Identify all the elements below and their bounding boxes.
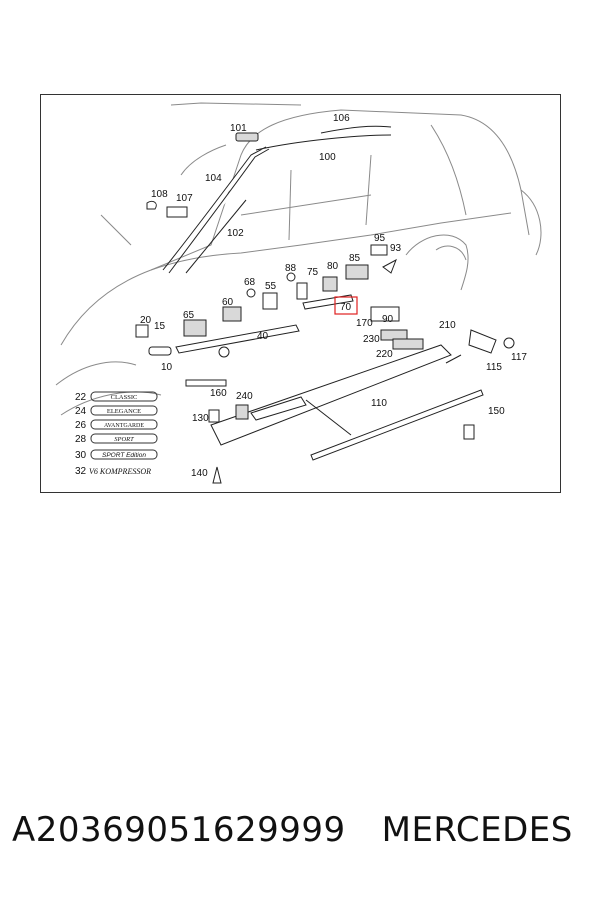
callout-117: 117: [511, 352, 527, 363]
callout-95: 95: [374, 233, 386, 244]
door-molding-40: [175, 324, 300, 354]
callout-106: 106: [333, 113, 350, 124]
badge-num: 24: [75, 406, 87, 417]
callout-230: 230: [363, 334, 380, 345]
callout-80: 80: [327, 261, 339, 272]
pointer-arrow: [305, 399, 352, 436]
exploded-view-drawing: 101 106 100 104 108 107 102 95 93 85 80 …: [55, 102, 542, 484]
callout-240: 240: [236, 391, 253, 402]
clip-75: [296, 282, 308, 300]
clip-80: [322, 276, 338, 292]
bracket-210: [468, 329, 497, 354]
callout-55: 55: [265, 281, 277, 292]
badge-outline: [90, 419, 158, 430]
bracket-107: [166, 206, 188, 218]
highlight-box-70: [334, 296, 358, 315]
badge-text: ELEGANCE: [107, 408, 141, 415]
callout-75: 75: [307, 267, 319, 278]
clip-130: [208, 409, 220, 423]
callout-15: 15: [154, 321, 166, 332]
badge-outline: [90, 391, 158, 402]
callout-150: 150: [488, 406, 505, 417]
clip-55: [262, 292, 278, 310]
callout-102: 102: [227, 228, 244, 239]
strip-160: [185, 379, 227, 387]
callout-130: 130: [192, 413, 209, 424]
callout-labels: 101 106 100 104 108 107 102 95 93 85 80 …: [140, 113, 527, 479]
brand-name: MERCEDES: [381, 810, 573, 850]
clip-20: [135, 324, 149, 338]
clip-101: [235, 132, 259, 142]
callout-110: 110: [371, 398, 387, 409]
bracket-170: [370, 306, 400, 322]
callout-88: 88: [285, 263, 297, 274]
car-outline: [55, 102, 542, 416]
badge-outline: [90, 433, 158, 444]
badge-outline: [90, 405, 158, 416]
arrow-115: [445, 354, 462, 364]
callout-93: 93: [390, 243, 402, 254]
badge-num: 30: [75, 450, 87, 461]
clip-108: [146, 200, 157, 210]
pillar-trim-102: [185, 199, 247, 274]
callout-70: 70: [340, 302, 352, 313]
clip-88: [286, 272, 296, 282]
badge-text: CLASSIC: [111, 394, 138, 401]
clip-65: [183, 319, 207, 337]
parts-diagram: 101 106 100 104 108 107 102 95 93 85 80 …: [40, 94, 561, 493]
callout-40: 40: [257, 331, 269, 342]
badge-text: SPORT: [114, 436, 134, 443]
roof-trim-100: [255, 134, 392, 151]
badge-text: V6 KOMPRESSOR: [89, 467, 151, 476]
badge-num: 26: [75, 420, 87, 431]
callout-100: 100: [319, 152, 336, 163]
badge-text: AVANTGARDE: [104, 423, 144, 429]
callout-115: 115: [486, 362, 502, 373]
callout-85: 85: [349, 253, 361, 264]
part-number: A20369051629999: [12, 810, 346, 850]
end-cap-10: [148, 346, 172, 356]
callout-101: 101: [230, 123, 247, 134]
callout-10: 10: [161, 362, 173, 373]
callout-60: 60: [222, 297, 234, 308]
part-info: A20369051629999 MERCEDES: [12, 810, 573, 850]
badge-outline: [90, 449, 158, 460]
bracket-220: [392, 338, 424, 350]
clip-150: [463, 424, 475, 440]
clip-60: [222, 306, 242, 322]
clip-68: [246, 288, 256, 298]
callout-90: 90: [382, 314, 394, 325]
badge-text: SPORT Edition: [102, 452, 146, 459]
clip-85: [345, 264, 369, 280]
seal-strip-150: [310, 389, 484, 461]
badge-legend: 22 CLASSIC 24 ELEGANCE 26 AVANTGARDE 28 …: [75, 391, 158, 477]
badge-num: 22: [75, 392, 87, 403]
callout-20: 20: [140, 315, 152, 326]
callout-108: 108: [151, 189, 168, 200]
callout-220: 220: [376, 349, 393, 360]
roof-trim-106: [320, 125, 392, 134]
callout-107: 107: [176, 193, 193, 204]
badge-num: 28: [75, 434, 87, 445]
window-trim-inner: [168, 148, 270, 274]
callout-160: 160: [210, 388, 227, 399]
sill-insert: [250, 396, 307, 421]
callout-104: 104: [205, 173, 222, 184]
callout-140: 140: [191, 468, 208, 479]
callout-170: 170: [356, 318, 373, 329]
callout-65: 65: [183, 310, 195, 321]
sill-panel-110: [210, 344, 452, 446]
clip-95: [370, 244, 388, 256]
clip-15: [218, 346, 230, 358]
trim-90: [382, 258, 397, 274]
clip-240: [235, 404, 249, 420]
screw-117: [503, 337, 515, 349]
callout-68: 68: [244, 277, 256, 288]
badge-num: 32: [75, 466, 87, 477]
callout-210: 210: [439, 320, 456, 331]
screw-140: [212, 466, 222, 484]
